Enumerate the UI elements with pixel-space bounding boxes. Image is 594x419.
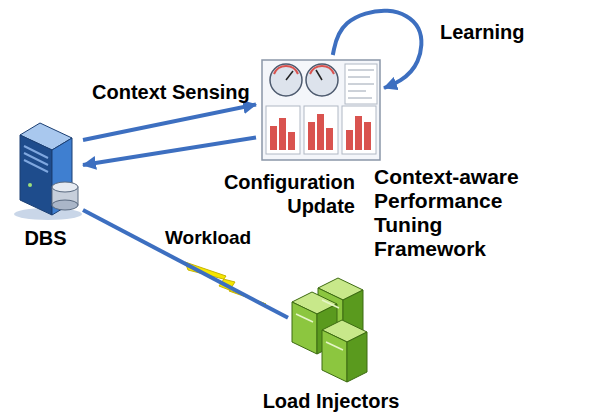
connector-arrow	[83, 105, 256, 141]
node-label: Context-aware Performance Tuning Framewo…	[374, 165, 546, 261]
database-server: DBS	[8, 120, 83, 220]
connector-arrow	[333, 11, 422, 88]
connector-arrow	[83, 138, 256, 166]
edge-label: Learning	[440, 20, 560, 44]
node-label: DBS	[0, 226, 93, 250]
dashboard-icon	[262, 60, 380, 160]
connector-arrow	[83, 210, 288, 318]
edge-label: Configuration Update	[180, 170, 355, 218]
edge-label: Workload	[165, 226, 265, 250]
load-injectors: Load Injectors	[288, 276, 374, 386]
server-stack-icon	[292, 278, 367, 382]
server-icon	[14, 123, 82, 220]
tuning-framework: Context-aware Performance Tuning Framewo…	[256, 55, 384, 165]
edge-label: Context Sensing	[92, 80, 252, 104]
node-label: Load Injectors	[248, 389, 414, 413]
